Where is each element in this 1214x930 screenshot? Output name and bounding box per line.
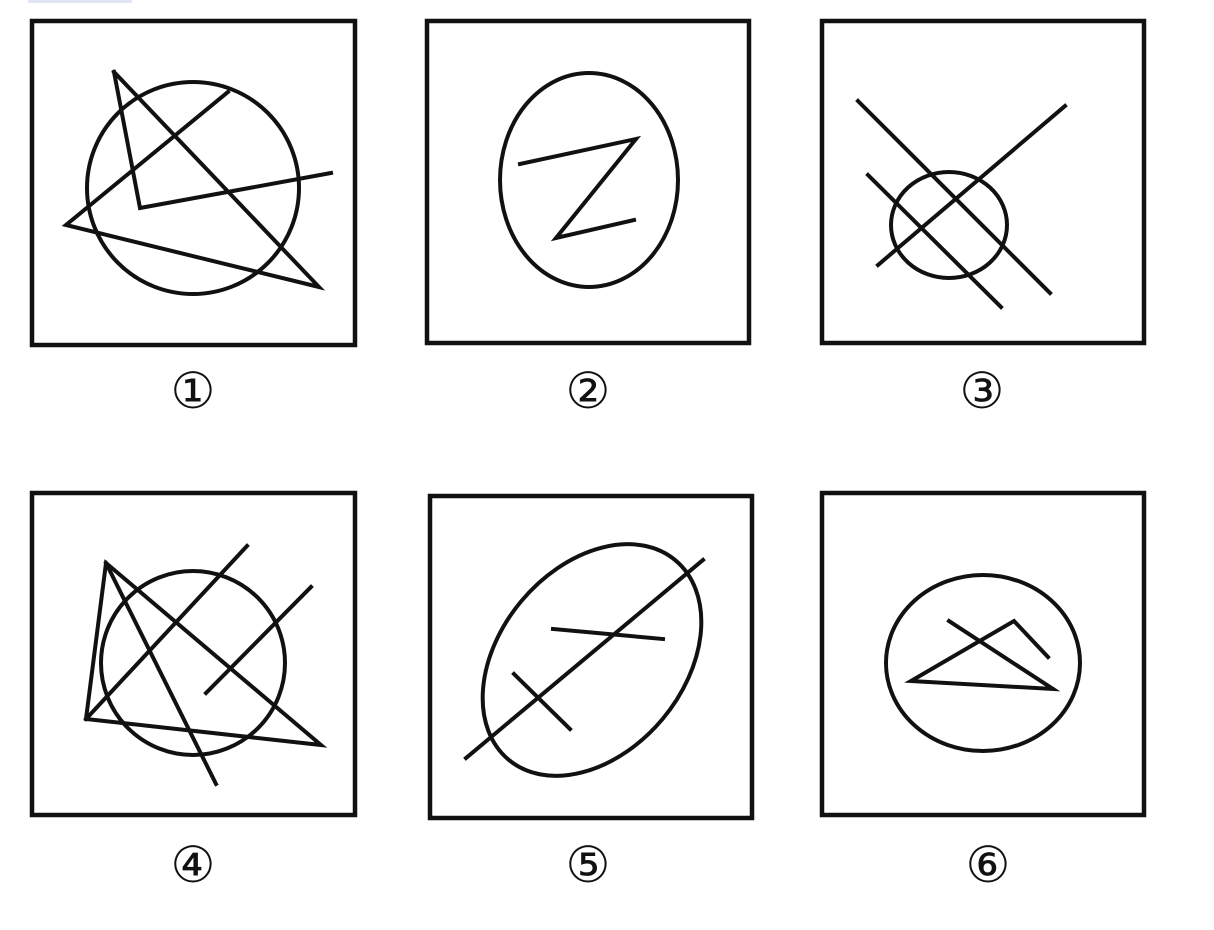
figure-4-frame [29, 490, 358, 818]
figure-1-label: ① [170, 362, 216, 420]
top-corner-tab [28, 0, 132, 3]
figure-4-line-b [83, 543, 250, 722]
figure-3-line-a [855, 98, 1053, 296]
figure-5-ellipse [480, 542, 704, 778]
figure-2-z-shape [517, 135, 642, 242]
figure-3-line-c [875, 103, 1068, 268]
figure-6-frame [819, 490, 1147, 818]
figure-1-circle [85, 80, 301, 296]
figure-5-long-line [463, 557, 706, 761]
figure-2-label: ② [565, 362, 611, 420]
figure-6-ellipse [884, 573, 1082, 753]
figure-2-frame [424, 18, 752, 346]
figure-4-line-a [103, 560, 219, 787]
figure-1-frame [29, 18, 358, 348]
figure-2-ellipse [498, 71, 680, 289]
figure-4-triangle [83, 559, 328, 748]
figure-4-circle [99, 569, 287, 757]
figure-5-lower-cross [511, 671, 573, 732]
figure-4-label: ④ [170, 836, 216, 894]
figure-6-label: ⑥ [965, 836, 1011, 894]
figure-3-circle [889, 170, 1009, 280]
figure-4-line-c [203, 584, 314, 696]
figure-5-upper-cross [550, 626, 666, 642]
figure-5-label: ⑤ [565, 836, 611, 894]
figure-1-angle [111, 69, 334, 211]
figure-3-line-b [865, 172, 1004, 310]
figure-3-label: ③ [959, 362, 1005, 420]
figure-6-zigzag [904, 618, 1061, 692]
figure-3-frame [819, 18, 1147, 346]
figure-1-zigzag [61, 69, 326, 291]
figure-5-frame [427, 493, 755, 821]
